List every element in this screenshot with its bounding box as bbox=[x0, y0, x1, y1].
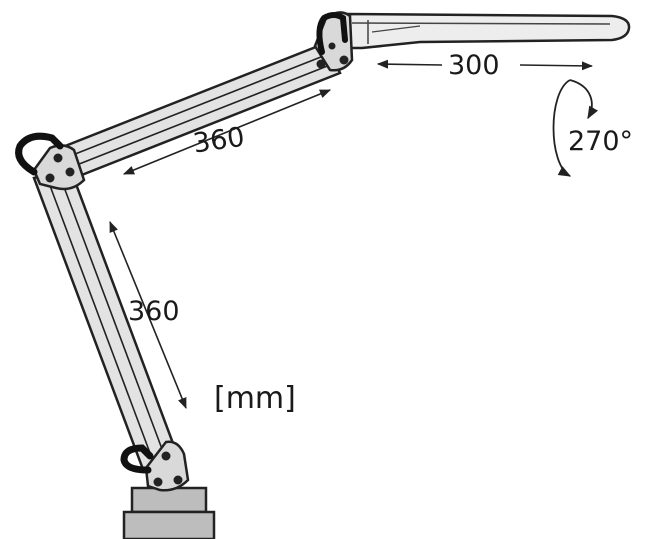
upper-arm bbox=[53, 41, 342, 182]
lamp-head bbox=[346, 12, 631, 50]
unit-label: [mm] bbox=[214, 381, 296, 416]
head-dimension-arrow-right bbox=[519, 61, 594, 71]
head-rotation-label: 270° bbox=[568, 126, 633, 157]
head-length-label: 300 bbox=[448, 50, 500, 81]
base-joint bbox=[120, 440, 190, 492]
upper-arm-dimension-arrow bbox=[122, 89, 332, 175]
upper-arm-length-label: 360 bbox=[191, 122, 246, 160]
elbow-joint bbox=[15, 132, 86, 191]
lower-arm-dimension-arrow bbox=[109, 220, 187, 410]
lamp-base bbox=[122, 486, 216, 539]
head-joint bbox=[313, 11, 354, 72]
lower-arm-length-label: 360 bbox=[128, 296, 180, 327]
rotation-arrow-icon bbox=[552, 79, 598, 177]
head-dimension-arrow-left bbox=[376, 59, 443, 69]
